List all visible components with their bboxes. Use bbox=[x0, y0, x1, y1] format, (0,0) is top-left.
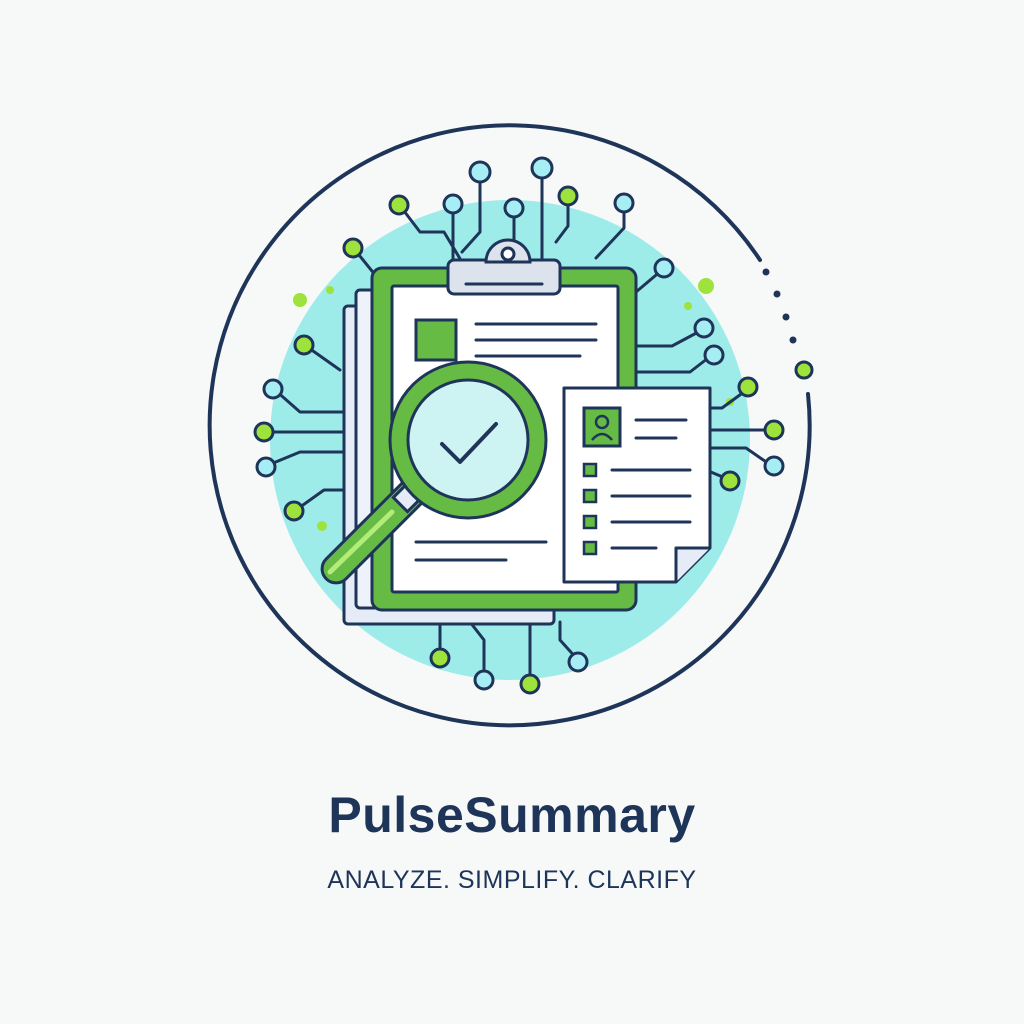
circuit-node-dots bbox=[253, 156, 785, 695]
brand-tagline: ANALYZE. SIMPLIFY. CLARIFY bbox=[327, 866, 697, 894]
brand-name: PulseSummary bbox=[328, 787, 696, 843]
magnifying-glass-icon bbox=[320, 360, 548, 585]
resume-document-icon bbox=[562, 386, 712, 584]
checkmark-icon bbox=[440, 422, 498, 464]
ring-end-node bbox=[794, 360, 814, 380]
logo-emblem bbox=[207, 123, 814, 728]
outer-ring bbox=[207, 123, 812, 728]
ring-dots bbox=[762, 268, 797, 344]
